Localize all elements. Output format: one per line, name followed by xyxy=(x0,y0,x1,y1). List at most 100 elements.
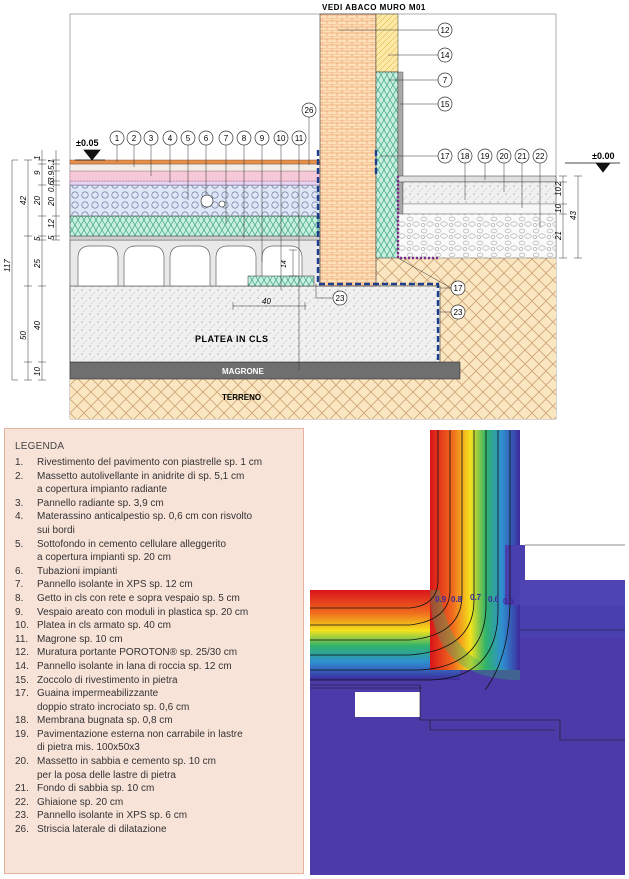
legend-item: 8.Getto in cls con rete e sopra vespaio … xyxy=(15,592,295,606)
svg-text:6: 6 xyxy=(204,134,209,143)
legend-item-text: Guaina impermeabilizzante xyxy=(37,688,159,700)
xps-floor-layer xyxy=(69,215,321,237)
legend-item: 6.Tubazioni impianti xyxy=(15,565,295,579)
svg-text:11: 11 xyxy=(295,134,304,143)
callouts-misc: 26 23 17 23 xyxy=(301,102,466,320)
legend-item-text: Ghiaione sp. 20 cm xyxy=(37,796,124,808)
svg-text:0.6: 0.6 xyxy=(488,595,500,604)
legend-item: 14. Pannello isolante in lana di roccia s… xyxy=(15,660,295,674)
svg-text:43: 43 xyxy=(569,211,578,220)
svg-text:21: 21 xyxy=(554,231,563,241)
legend-item-text: Materassino anticalpestio sp. 0,6 cm con… xyxy=(37,511,253,523)
svg-text:1: 1 xyxy=(115,134,120,143)
svg-text:0.8: 0.8 xyxy=(451,595,463,604)
svg-text:14: 14 xyxy=(441,51,450,60)
legend-item-text: Massetto in sabbia e cemento sp. 10 cm xyxy=(37,756,216,768)
svg-text:3: 3 xyxy=(149,134,154,143)
svg-text:18: 18 xyxy=(461,152,470,161)
svg-text:12: 12 xyxy=(47,219,56,228)
drawing-title: VEDI ABACO MURO M01 xyxy=(322,3,426,12)
terreno-label: TERRENO xyxy=(222,393,261,402)
legend-item-number: 15. xyxy=(15,674,29,686)
svg-text:5.1: 5.1 xyxy=(47,159,56,170)
svg-text:22: 22 xyxy=(536,152,545,161)
construction-section-drawing: ±0.05 ±0.00 VEDI ABACO MURO M01 PLATEA I… xyxy=(3,3,620,420)
svg-text:117: 117 xyxy=(3,259,12,272)
svg-text:7: 7 xyxy=(443,76,448,85)
poroton-wall xyxy=(319,13,377,287)
legend-item: 19.Pavimentazione esterna non carrabile … xyxy=(15,728,295,755)
svg-text:5: 5 xyxy=(33,236,42,241)
magrone-layer xyxy=(69,361,461,380)
svg-text:8: 8 xyxy=(242,134,247,143)
legend-item: 23. Pannello isolante in XPS sp. 6 cm xyxy=(15,809,295,823)
svg-text:20: 20 xyxy=(33,196,42,206)
gravel-layer xyxy=(397,213,557,259)
legend-item-text: Pannello isolante in XPS sp. 6 cm xyxy=(37,810,188,822)
legend-item: 26.Striscia laterale di dilatazione xyxy=(15,823,295,837)
left-dimension-labels: 117 42 50 1 9 20 5 25 40 10 5.1 3.9 0.6 … xyxy=(3,156,56,376)
legend-item-number: 14. xyxy=(15,660,29,672)
legend-item: 21. Fondo di sabbia sp. 10 cm xyxy=(15,782,295,796)
legend-list: 1.Rivestimento del pavimento con piastre… xyxy=(15,456,295,837)
svg-text:20: 20 xyxy=(500,152,509,161)
svg-text:5: 5 xyxy=(47,235,56,240)
legend-item: 22. Ghiaione sp. 20 cm xyxy=(15,796,295,810)
svg-text:21: 21 xyxy=(518,152,527,161)
legend-item-number: 19. xyxy=(15,728,29,740)
legend-item-number: 6. xyxy=(15,565,24,577)
svg-text:25: 25 xyxy=(33,259,42,269)
legend-item-number: 18. xyxy=(15,715,29,727)
svg-text:2: 2 xyxy=(554,181,563,187)
callouts-right-top: 12 14 7 15 xyxy=(437,22,453,112)
legend-item: 3. Pannello radiante sp. 3,9 cm xyxy=(15,497,295,511)
legend-item-number: 22. xyxy=(15,796,29,808)
svg-text:0.9: 0.9 xyxy=(435,595,447,604)
svg-text:10: 10 xyxy=(554,187,563,196)
right-dimension-labels: 2 10 10 21 43 xyxy=(554,181,578,241)
legend-item: 18. Membrana bugnata sp. 0,8 cm xyxy=(15,714,295,728)
svg-text:0.6: 0.6 xyxy=(47,180,56,192)
legend-item-text: Getto in cls con rete e sopra vespaio sp… xyxy=(37,592,240,604)
legend-item-number: 3. xyxy=(15,497,24,509)
legend-item-text: Pannello isolante in lana di roccia sp. … xyxy=(37,660,232,672)
svg-text:0.5: 0.5 xyxy=(503,597,515,606)
svg-text:9: 9 xyxy=(260,134,265,143)
isotherm-labels: 0.9 0.8 0.7 0.6 0.5 xyxy=(435,593,515,606)
legend-item-text: di pietra mis. 100x50x3 xyxy=(37,742,140,754)
legend-item-number: 12. xyxy=(15,647,29,659)
dim-14: 14 xyxy=(281,260,288,268)
legend-item: 1.Rivestimento del pavimento con piastre… xyxy=(15,456,295,470)
legend-item: 11. Magrone sp. 10 cm xyxy=(15,633,295,647)
legend-item-text: a copertura impianto radiante xyxy=(37,484,168,496)
svg-text:10: 10 xyxy=(33,367,42,376)
platea-slab xyxy=(69,285,441,363)
legend-item-number: 10. xyxy=(15,620,29,632)
legend-item-text: Magrone sp. 10 cm xyxy=(37,633,123,645)
legend-item-number: 23. xyxy=(15,810,29,822)
legend-title: LEGENDA xyxy=(15,441,65,452)
svg-text:40: 40 xyxy=(33,321,42,330)
legend-item-text: Pannello radiante sp. 3,9 cm xyxy=(37,497,164,509)
level-left-label: ±0.05 xyxy=(76,138,98,148)
legend-item-number: 11. xyxy=(15,633,29,645)
legend-item-text: Fondo di sabbia sp. 10 cm xyxy=(37,783,155,795)
svg-text:26: 26 xyxy=(305,106,314,115)
legend-item-text: Striscia laterale di dilatazione xyxy=(37,824,167,836)
legend-item-number: 21. xyxy=(15,783,29,795)
legend-item-text: per la posa delle lastre di pietra xyxy=(37,769,176,781)
svg-text:15: 15 xyxy=(441,100,450,109)
legend-item-number: 17. xyxy=(15,688,29,700)
legend-item: 15.Zoccolo di rivestimento in pietra xyxy=(15,674,295,688)
legend-item-text: Membrana bugnata sp. 0,8 cm xyxy=(37,715,173,727)
svg-text:20: 20 xyxy=(47,197,56,207)
svg-text:12: 12 xyxy=(441,26,450,35)
floor-tile xyxy=(69,159,321,165)
svg-text:23: 23 xyxy=(336,294,345,303)
legend-item: 5.Sottofondo in cemento cellulare allegg… xyxy=(15,538,295,565)
legend-item: 7.Pannello isolante in XPS sp. 12 cm xyxy=(15,578,295,592)
legend-item-text: Pannello isolante in XPS sp. 12 cm xyxy=(37,579,193,591)
legend-item-number: 2. xyxy=(15,470,24,482)
cellular-concrete-layer xyxy=(69,184,321,217)
